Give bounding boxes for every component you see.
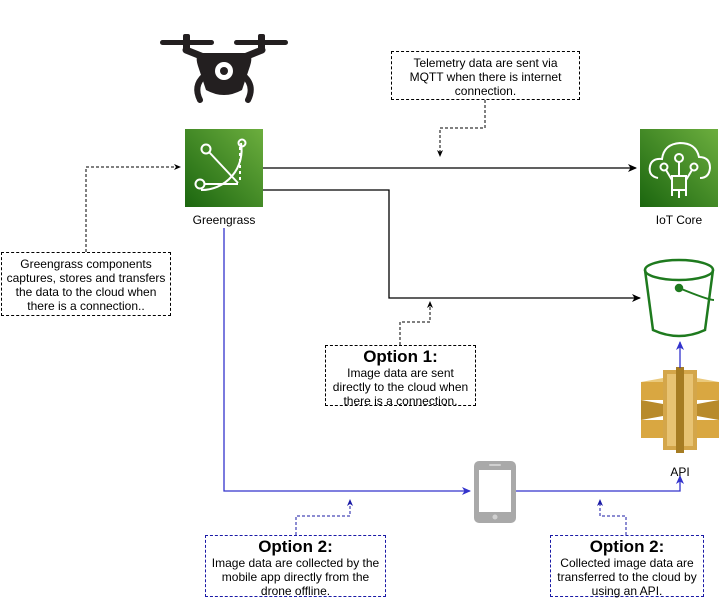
option2-api-note-text: Collected image data are transferred to …	[557, 556, 697, 598]
api-label: API	[670, 465, 690, 479]
api-gateway-icon	[641, 367, 719, 453]
greengrass-icon	[185, 129, 263, 207]
iot-core-label: IoT Core	[655, 213, 703, 227]
telemetry-note-text: Telemetry data are sent via MQTT when th…	[409, 56, 562, 98]
option2-mobile-note-text: Image data are collected by the mobile a…	[211, 556, 380, 598]
option2-api-note-title: Option 2:	[589, 537, 665, 556]
option1-note: Option 1: Image data are sent directly t…	[325, 345, 476, 408]
iot-core-icon	[640, 129, 718, 207]
telemetry-note: Telemetry data are sent via MQTT when th…	[391, 51, 580, 100]
option1-note-text: Image data are sent directly to the clou…	[332, 366, 469, 408]
option2-api-pointer	[597, 499, 627, 535]
greengrass-to-mobile-arrow	[223, 228, 471, 495]
greengrass-components-note: Greengrass components captures, stores a…	[1, 252, 171, 316]
drone-icon	[160, 34, 288, 103]
option2-mobile-pointer	[295, 499, 353, 535]
s3-bucket-icon	[643, 258, 715, 338]
option2-mobile-note: Option 2: Image data are collected by th…	[205, 535, 386, 598]
option2-mobile-note-title: Option 2:	[258, 537, 333, 556]
greengrass-to-s3-arrow	[263, 189, 641, 302]
telemetry-pointer	[437, 100, 486, 157]
mobile-phone-icon	[474, 461, 516, 523]
option2-api-note: Option 2: Collected image data are trans…	[550, 535, 704, 598]
connectors	[223, 164, 684, 495]
greengrass-components-note-text: Greengrass components captures, stores a…	[6, 257, 166, 313]
mobile-to-api-arrow	[516, 475, 684, 492]
greengrass-label: Greengrass	[192, 213, 256, 227]
note-pointers	[85, 100, 627, 535]
option1-note-title: Option 1:	[363, 347, 438, 366]
option1-pointer	[399, 301, 433, 345]
greengrass-components-pointer	[85, 164, 181, 252]
